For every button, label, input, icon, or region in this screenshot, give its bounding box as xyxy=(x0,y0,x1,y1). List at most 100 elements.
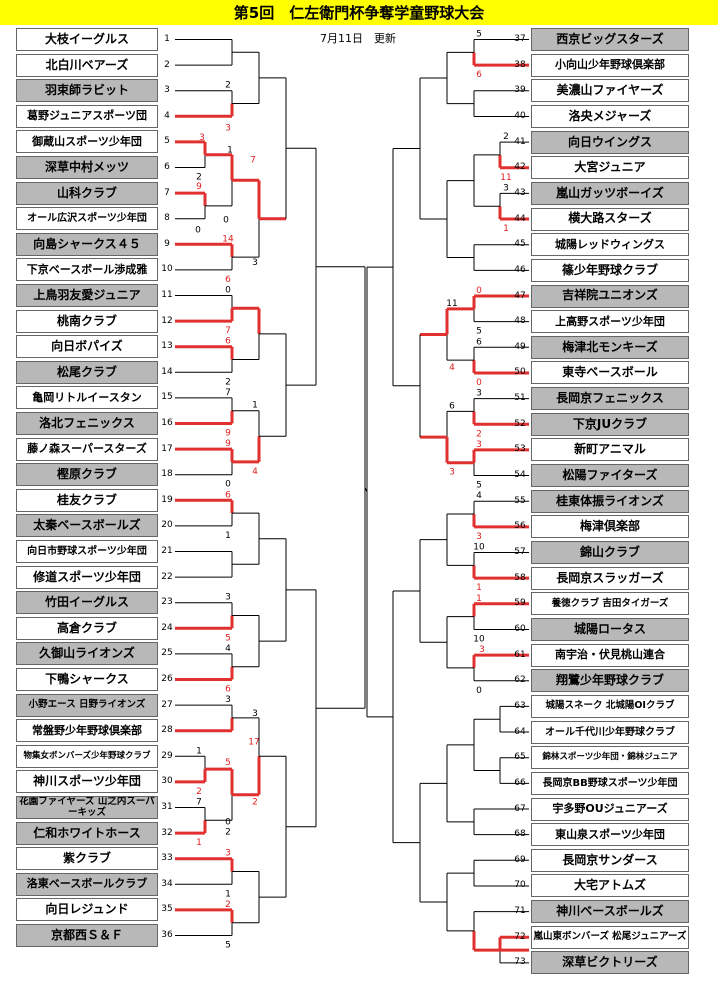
score-label: 1 xyxy=(476,594,482,604)
team-number: 51 xyxy=(514,393,526,404)
team-17: 藤ノ森スーパースターズ xyxy=(16,437,158,461)
score-label: 6 xyxy=(476,70,482,80)
team-1: 大枝イーグルス xyxy=(16,28,158,51)
team-name: 葛野ジュニアスポーツ団 xyxy=(26,109,147,123)
score-label: 2 xyxy=(196,787,202,797)
score-label: 0 xyxy=(225,817,231,827)
team-number: 48 xyxy=(514,316,526,327)
score-label: 0 xyxy=(225,480,231,490)
team-number: 53 xyxy=(514,444,526,455)
score-label: 17 xyxy=(248,738,259,748)
score-label: 1 xyxy=(227,146,233,156)
team-name: 花園ファイヤーズ 山之内スーパーキッズ xyxy=(19,796,155,818)
team-name: 新町アニマル xyxy=(574,442,646,457)
score-label: 3 xyxy=(476,440,482,450)
score-label: 1 xyxy=(225,531,231,541)
score-label: 3 xyxy=(479,645,485,655)
team-name: 向日市野球スポーツ少年団 xyxy=(27,546,147,557)
team-name: 長岡京BB野球スポーツ少年団 xyxy=(542,777,678,789)
team-16: 洛北フェニックス xyxy=(16,412,158,435)
score-label: 0 xyxy=(225,286,231,296)
team-name: 西京ビッグスターズ xyxy=(556,31,664,46)
team-3: 羽束師ラビット xyxy=(16,79,158,103)
team-number: 37 xyxy=(514,34,526,44)
score-label: 10 xyxy=(473,543,485,553)
team-28: 常盤野少年野球倶楽部 xyxy=(16,719,158,743)
team-number: 6 xyxy=(164,162,170,172)
score-label: 0 xyxy=(476,686,482,696)
team-name: 長岡京フェニックス xyxy=(556,391,664,405)
team-name: 東山泉スポーツ少年団 xyxy=(555,827,665,841)
team-name: 横大路スターズ xyxy=(568,211,652,226)
team-name: 大宮ジュニア xyxy=(574,160,646,175)
team-name: 桃南クラブ xyxy=(56,313,117,328)
team-name: 竹田イーグルス xyxy=(44,595,129,610)
team-29: 物集女ボンバーズ少年野球クラブ xyxy=(16,744,158,768)
team-name: 美濃山ファイヤーズ xyxy=(556,83,664,98)
team-2: 北白川ベアーズ xyxy=(16,53,158,77)
team-name: 深草ビクトリーズ xyxy=(562,955,658,970)
team-52: 下京JUクラブ xyxy=(531,412,689,436)
team-33: 紫クラブ xyxy=(16,847,158,871)
team-number: 4 xyxy=(164,110,170,121)
team-44: 横大路スターズ xyxy=(531,207,689,231)
team-name: 向日レジュンド xyxy=(45,902,129,917)
team-number: 43 xyxy=(514,187,526,198)
team-number: 23 xyxy=(161,597,173,608)
team-number: 55 xyxy=(514,495,526,506)
team-name: 養徳クラブ 吉田タイガーズ xyxy=(551,597,669,609)
team-24: 高倉クラブ xyxy=(16,616,158,640)
score-label: 3 xyxy=(225,849,231,859)
team-number: 31 xyxy=(161,802,173,812)
score-label: 7 xyxy=(250,155,256,165)
team-number: 72 xyxy=(514,931,526,942)
team-number: 56 xyxy=(514,521,526,532)
team-name: 洛北フェニックス xyxy=(39,415,135,430)
score-label: 14 xyxy=(222,234,234,244)
team-number: 45 xyxy=(514,239,526,250)
score-label: 2 xyxy=(225,827,231,837)
team-57: 錦山クラブ xyxy=(531,541,689,564)
score-label: 4 xyxy=(449,363,455,373)
team-41: 向日ウイングス xyxy=(531,130,689,154)
team-6: 深草中村メッツ xyxy=(16,156,158,179)
team-number: 41 xyxy=(514,136,526,147)
team-62: 翔鷺少年野球クラブ xyxy=(531,669,689,693)
team-number: 28 xyxy=(161,725,173,736)
score-label: 5 xyxy=(225,941,231,951)
team-number: 59 xyxy=(514,598,526,609)
team-64: オール千代川少年野球クラブ xyxy=(531,720,689,744)
team-name: 御蔵山スポーツ少年団 xyxy=(32,134,142,148)
score-label: 9 xyxy=(225,429,231,439)
team-number: 49 xyxy=(514,341,526,352)
team-name: 樫原クラブ xyxy=(56,467,117,482)
team-50: 東寺ベースボール xyxy=(531,361,689,385)
score-label: 7 xyxy=(225,388,231,398)
team-name: 向日ウイングス xyxy=(567,134,652,149)
team-name: 神川スポーツ少年団 xyxy=(33,774,141,789)
team-name: 城陽レッドウィングス xyxy=(555,237,665,251)
score-label: 7 xyxy=(196,798,202,808)
score-label: 1 xyxy=(476,583,482,593)
team-name: 小向山少年野球倶楽部 xyxy=(555,58,665,72)
team-45: 城陽レッドウィングス xyxy=(531,233,689,257)
team-name: 深草中村メッツ xyxy=(44,159,129,174)
team-31: 花園ファイヤーズ 山之内スーパーキッズ xyxy=(16,796,158,819)
team-27: 小野エース 日野ライオンズ xyxy=(16,693,158,717)
score-label: 6 xyxy=(225,337,231,347)
score-label: 3 xyxy=(503,183,509,193)
update-note: 7月11日 更新 xyxy=(320,32,396,45)
team-72: 嵐山東ボンバーズ 松尾ジュニアーズ xyxy=(531,925,689,949)
team-54: 松陽ファイターズ xyxy=(531,464,689,488)
team-number: 3 xyxy=(164,85,170,96)
team-61: 南宇治・伏見桃山連合 xyxy=(531,643,689,667)
team-number: 13 xyxy=(161,341,173,352)
score-label: 6 xyxy=(225,685,231,695)
score-label: 5 xyxy=(476,30,482,40)
team-69: 長岡京サンダース xyxy=(531,848,689,872)
team-name: 下鴨シャークス xyxy=(45,671,129,686)
team-15: 亀岡リトルイースタン xyxy=(16,386,158,410)
score-label: 2 xyxy=(196,173,202,183)
team-number: 35 xyxy=(161,904,173,915)
team-66: 長岡京BB野球スポーツ少年団 xyxy=(531,771,689,795)
